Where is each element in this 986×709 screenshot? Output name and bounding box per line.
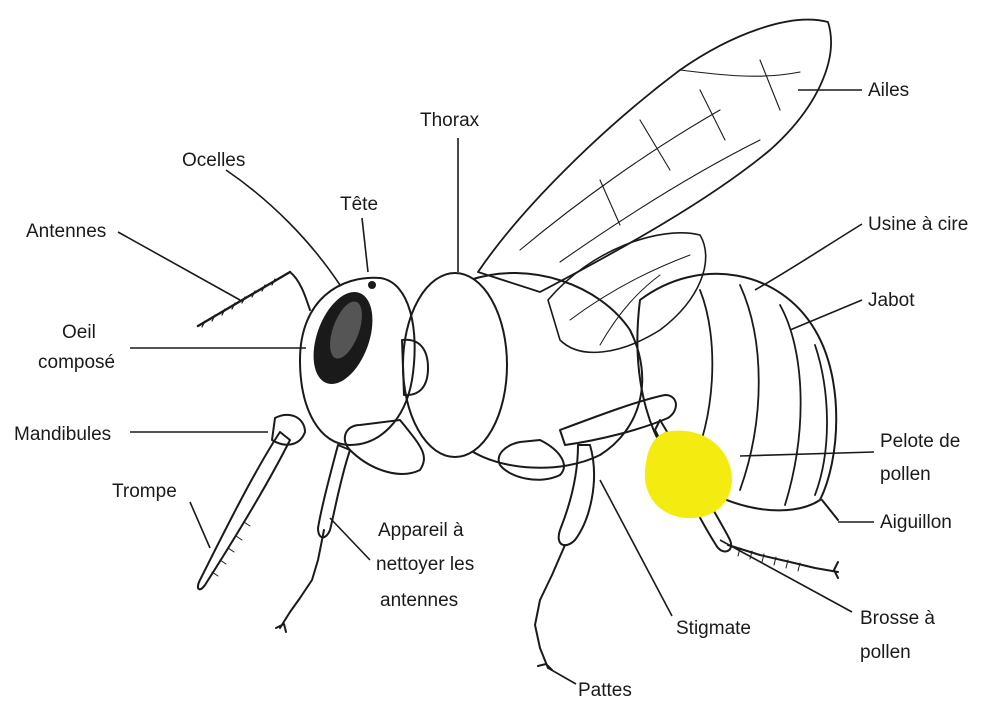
label-jabot: Jabot bbox=[868, 290, 915, 311]
middle-leg bbox=[499, 440, 594, 670]
label-appareil-3: antennes bbox=[380, 590, 458, 611]
pollen-load bbox=[645, 431, 732, 519]
mouthparts bbox=[198, 415, 305, 589]
label-brosse-1: Brosse à bbox=[860, 608, 935, 629]
label-mandibules: Mandibules bbox=[14, 424, 111, 445]
proboscis bbox=[198, 432, 290, 589]
label-aiguillon: Aiguillon bbox=[880, 512, 952, 533]
label-usine: Usine à cire bbox=[868, 214, 968, 235]
ocellus bbox=[368, 281, 376, 289]
label-antennes: Antennes bbox=[26, 221, 106, 242]
antenna bbox=[198, 272, 310, 327]
label-ailes: Ailes bbox=[868, 80, 909, 101]
label-appareil-1: Appareil à bbox=[378, 520, 464, 541]
label-thorax: Thorax bbox=[420, 110, 480, 131]
label-pelote-2: pollen bbox=[880, 464, 931, 485]
label-ocelles: Ocelles bbox=[182, 150, 245, 171]
label-oeil-2: composé bbox=[38, 352, 115, 373]
label-stigmate: Stigmate bbox=[676, 618, 751, 639]
label-pelote-1: Pelote de bbox=[880, 431, 960, 452]
label-trompe: Trompe bbox=[112, 481, 177, 502]
hindwing bbox=[548, 233, 706, 353]
label-tete: Tête bbox=[340, 194, 378, 215]
forewing bbox=[478, 20, 831, 292]
label-appareil-2: nettoyer les bbox=[376, 554, 474, 575]
stinger bbox=[822, 500, 838, 520]
thorax bbox=[403, 273, 642, 468]
label-brosse-2: pollen bbox=[860, 642, 911, 663]
thorax-plate bbox=[403, 273, 507, 457]
label-oeil-1: Oeil bbox=[62, 322, 96, 343]
label-pattes: Pattes bbox=[578, 680, 632, 701]
